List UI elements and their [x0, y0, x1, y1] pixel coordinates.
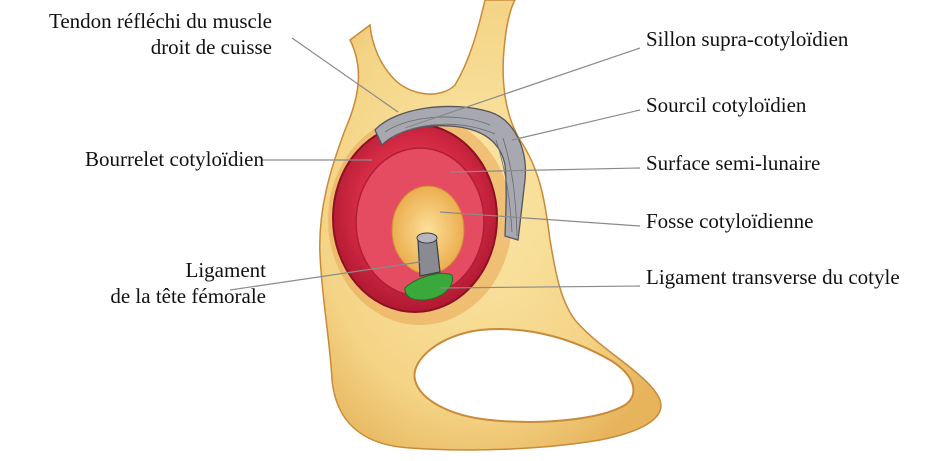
label-ligament-tete: Ligament de la tête fémorale — [8, 257, 266, 309]
label-sourcil: Sourcil cotyloïdien — [646, 92, 806, 118]
label-tendon-line2: droit de cuisse — [8, 34, 272, 60]
label-bourrelet: Bourrelet cotyloïdien — [8, 146, 264, 172]
label-fosse: Fosse cotyloïdienne — [646, 208, 813, 234]
label-tendon-line1: Tendon réfléchi du muscle — [8, 8, 272, 34]
leader-sourcil — [512, 110, 640, 140]
label-ligament-transverse: Ligament transverse du cotyle — [646, 264, 900, 290]
label-surface: Surface semi-lunaire — [646, 150, 820, 176]
ligament-tete-top — [417, 233, 437, 243]
label-ligament-tete-line2: de la tête fémorale — [8, 283, 266, 309]
label-sillon: Sillon supra-cotyloïdien — [646, 26, 848, 52]
obturator-foramen — [414, 329, 633, 422]
leader-sillon — [405, 48, 640, 128]
label-ligament-tete-line1: Ligament — [8, 257, 266, 283]
label-tendon: Tendon réfléchi du muscle droit de cuiss… — [8, 8, 272, 60]
